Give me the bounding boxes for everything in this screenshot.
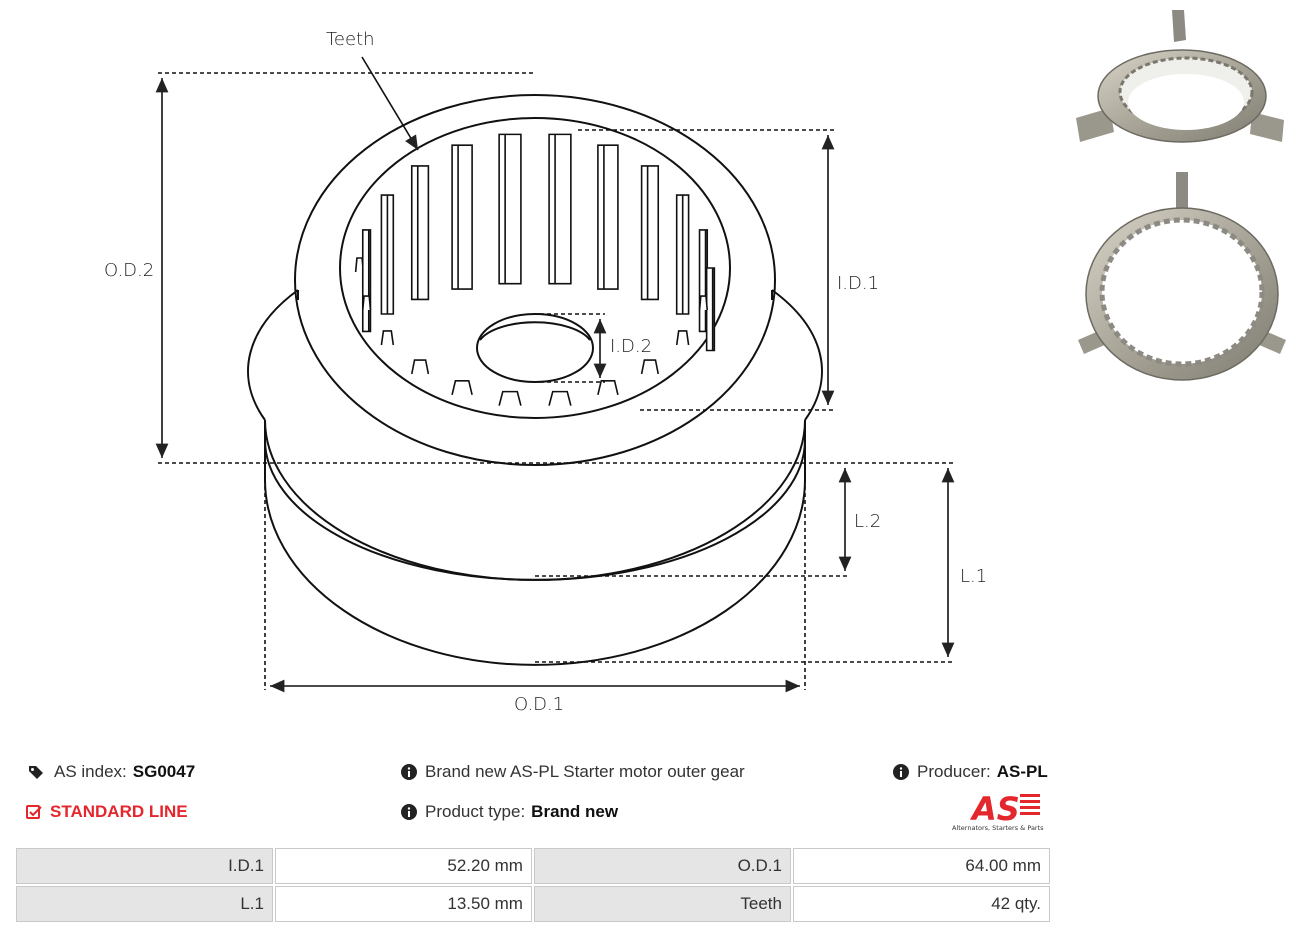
gear-tooth (410, 165, 430, 301)
table-row: L.1 13.50 mm Teeth 42 qty. (16, 886, 1050, 922)
as-pl-logo: AS Alternators, Starters & Parts (952, 790, 1044, 832)
l1-label: L.1 (960, 566, 987, 587)
spec-label: Teeth (533, 886, 791, 922)
info-icon (401, 804, 417, 820)
producer-label: Producer: (917, 762, 991, 781)
gear-tooth (380, 330, 395, 346)
gear-tooth (498, 390, 522, 406)
product-type: Product type: Brand new (401, 802, 618, 822)
spec-label: I.D.1 (16, 848, 273, 884)
gear-tooth (705, 267, 716, 352)
as-index-label: AS index: (54, 762, 127, 781)
dimension-lines (155, 56, 955, 693)
producer: Producer: AS-PL (893, 762, 1048, 782)
tags-icon (29, 766, 43, 779)
spec-value: 42 qty. (792, 886, 1050, 922)
gear-tooth (380, 194, 395, 315)
gear-tooth (675, 194, 690, 315)
spec-value: 13.50 mm (274, 886, 532, 922)
specs-table: I.D.1 52.20 mm O.D.1 64.00 mm L.1 13.50 … (14, 846, 1052, 924)
svg-text:AS: AS (969, 790, 1020, 828)
info-icon (401, 764, 417, 780)
product-photo-top (1076, 10, 1284, 143)
description: Brand new AS-PL Starter motor outer gear (401, 762, 745, 782)
product-photo-bottom (1078, 172, 1286, 381)
spec-value: 64.00 mm (792, 848, 1050, 884)
description-text: Brand new AS-PL Starter motor outer gear (425, 762, 745, 781)
gear-tooth (675, 330, 690, 346)
gear-tooth (640, 165, 660, 301)
gear-tooth (451, 144, 473, 290)
gear-tooth (361, 295, 372, 311)
gear-teeth (354, 133, 716, 406)
standard-line: STANDARD LINE (26, 802, 188, 822)
gear-tooth (698, 295, 709, 311)
spec-value: 52.20 mm (274, 848, 532, 884)
id1-label: I.D.1 (837, 273, 879, 294)
gear-tooth (597, 144, 619, 290)
id2-label: I.D.2 (610, 336, 652, 357)
svg-text:Alternators, Starters & Parts: Alternators, Starters & Parts (952, 824, 1044, 832)
gear-tooth (451, 380, 473, 395)
gear-technical-drawing: Teeth O.D.2 I.D.1 I.D.2 L.2 L.1 O.D.1 (104, 10, 1286, 715)
gear-tooth (498, 133, 522, 285)
gear-tooth (640, 359, 660, 375)
product-type-label: Product type: (425, 802, 526, 821)
gear-tooth (548, 390, 572, 406)
gear-tooth (548, 133, 572, 285)
as-index-value: SG0047 (132, 762, 196, 781)
gear-tooth (410, 359, 430, 375)
l2-label: L.2 (854, 511, 881, 532)
spec-label: L.1 (16, 886, 273, 922)
gear-tooth (597, 380, 619, 395)
teeth-label: Teeth (326, 29, 375, 50)
od1-label: O.D.1 (514, 694, 564, 715)
standard-line-text: STANDARD LINE (50, 802, 188, 821)
producer-value: AS-PL (996, 762, 1048, 781)
gear-tooth (361, 229, 372, 333)
od2-label: O.D.2 (104, 260, 154, 281)
info-icon (893, 764, 909, 780)
product-type-value: Brand new (531, 802, 619, 821)
gear-outline (247, 94, 823, 666)
checkbox-icon (26, 805, 42, 819)
spec-label: O.D.1 (533, 848, 791, 884)
as-index: AS index: SG0047 (26, 762, 195, 782)
table-row: I.D.1 52.20 mm O.D.1 64.00 mm (16, 848, 1050, 884)
